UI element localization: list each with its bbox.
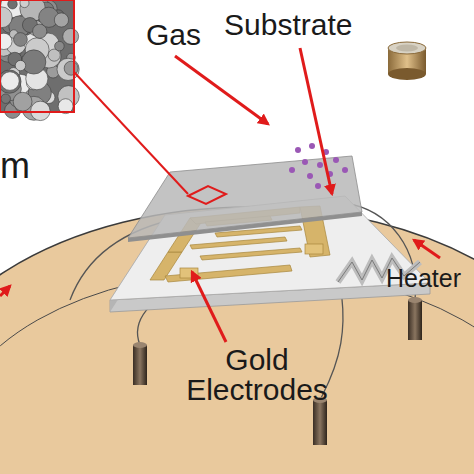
- sem-grain: [54, 13, 68, 27]
- sem-grain: [1, 72, 20, 91]
- sem-frame: [0, 0, 74, 112]
- sem-grain: [22, 50, 46, 74]
- part-label: Gas: [146, 20, 226, 50]
- part-label: Heater: [386, 266, 474, 291]
- part-label: Gold Electrodes: [172, 345, 342, 405]
- base-ring: [0, 270, 474, 474]
- sem-grain: [63, 28, 79, 44]
- sem-grain: [55, 41, 65, 51]
- sem-grain: [0, 7, 12, 28]
- sem-grain: [20, 0, 29, 8]
- part-label: Substrate: [224, 10, 394, 40]
- sem-grain: [1, 94, 10, 103]
- pins: [133, 297, 422, 445]
- sem-grain: [8, 0, 17, 9]
- sem-grain: [33, 24, 47, 38]
- leader-arrows: [0, 48, 440, 342]
- sem-grain: [57, 58, 79, 80]
- gas-molecules: [289, 143, 348, 189]
- sem-grain: [0, 33, 12, 49]
- inset-leader: [74, 72, 188, 194]
- sem-grain: [15, 60, 25, 70]
- sem-grain: [14, 33, 28, 47]
- sem-inset: [0, 0, 79, 121]
- sem-grain: [0, 70, 21, 93]
- sem-grain: [13, 92, 32, 111]
- part-label: m: [0, 148, 60, 184]
- sem-grain: [31, 101, 50, 120]
- sensor-photo: [388, 42, 426, 80]
